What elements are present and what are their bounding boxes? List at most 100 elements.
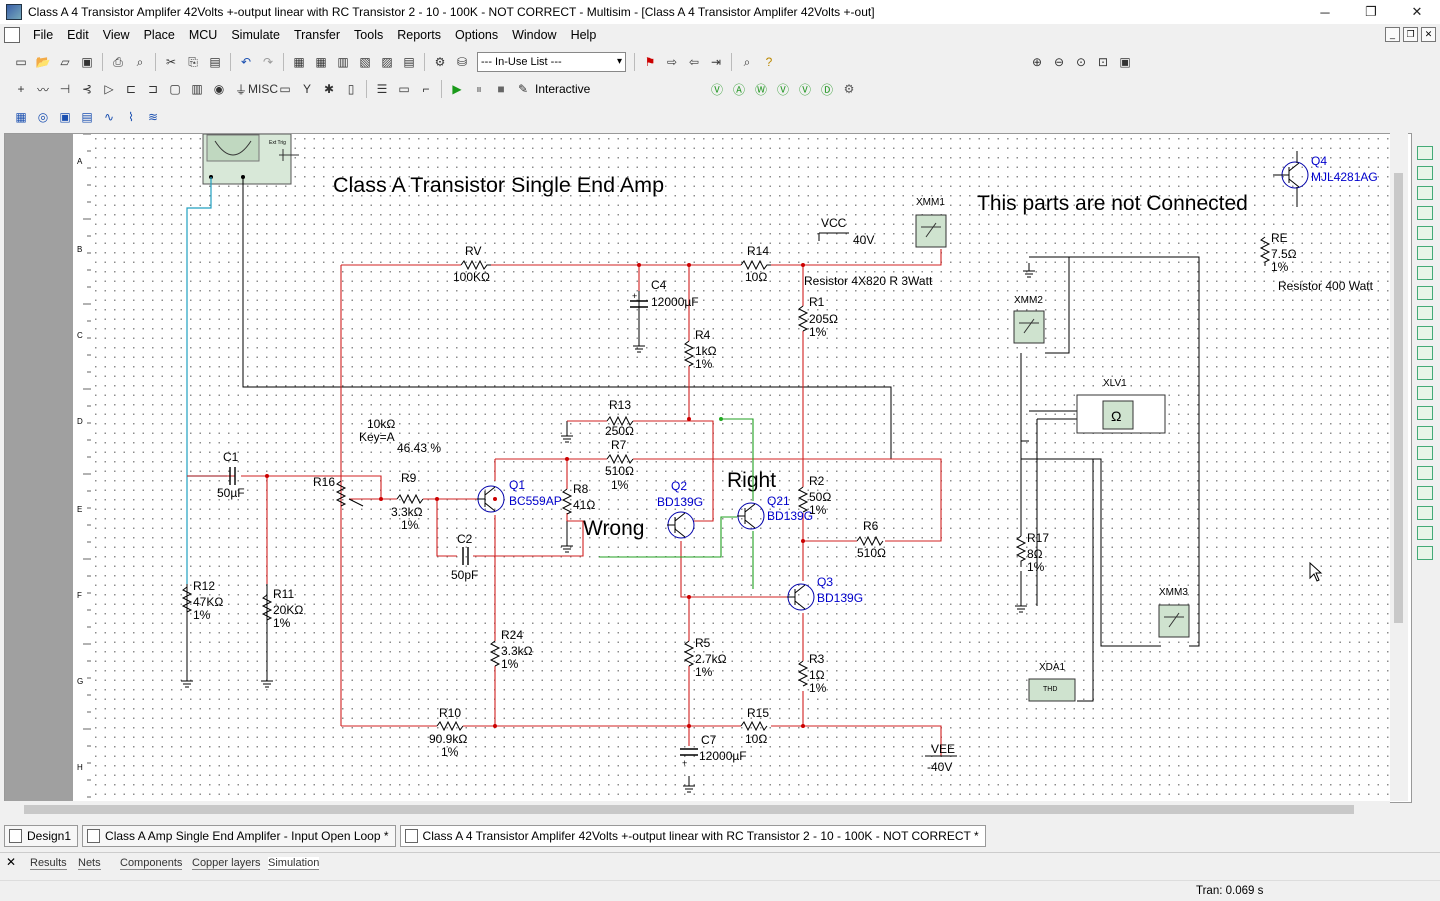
misc-icon[interactable]: MISC bbox=[248, 82, 278, 96]
advanced-peripherals-icon[interactable]: ▭ bbox=[279, 82, 291, 96]
labview-icon[interactable] bbox=[1417, 506, 1433, 520]
tab-components[interactable]: Components bbox=[120, 857, 183, 870]
tab-nets[interactable]: Nets bbox=[78, 857, 101, 870]
find-icon[interactable]: ⌕ bbox=[743, 54, 751, 69]
logic-analyzer-icon[interactable] bbox=[1417, 326, 1433, 340]
back-annotate-icon[interactable]: ⇦ bbox=[688, 55, 700, 69]
agilent-scope-icon[interactable] bbox=[1417, 466, 1433, 480]
schematic-sheet[interactable] bbox=[91, 134, 1411, 802]
hierarchy-icon[interactable]: ▤ bbox=[403, 55, 415, 69]
probe-icon[interactable]: ✎ bbox=[517, 82, 529, 96]
rf-icon[interactable]: Y bbox=[302, 82, 311, 96]
redo-icon[interactable]: ↷ bbox=[262, 55, 274, 69]
run-icon[interactable]: ▶ bbox=[452, 82, 462, 96]
tab-copper-layers[interactable]: Copper layers bbox=[192, 857, 261, 870]
database-icon[interactable]: ▥ bbox=[337, 55, 349, 69]
menu-tools[interactable]: Tools bbox=[354, 28, 384, 42]
tab-results[interactable]: Results bbox=[30, 857, 67, 870]
wattmeter-icon[interactable] bbox=[1417, 186, 1433, 200]
function-generator-icon[interactable] bbox=[1417, 166, 1433, 180]
help-icon[interactable]: ? bbox=[765, 55, 773, 69]
xda1-distortion-analyzer[interactable] bbox=[1028, 678, 1076, 702]
interactive-label[interactable]: Interactive bbox=[535, 82, 591, 96]
component-wizard-icon[interactable]: ⚙ bbox=[434, 55, 446, 69]
cut-icon[interactable]: ✂ bbox=[165, 55, 177, 69]
agilent-multimeter-icon[interactable] bbox=[1417, 446, 1433, 460]
menu-help[interactable]: Help bbox=[570, 28, 597, 42]
maximize-button[interactable]: ❐ bbox=[1365, 4, 1377, 19]
open-sample-icon[interactable]: ▱ bbox=[60, 55, 70, 69]
word-generator-icon[interactable] bbox=[1417, 286, 1433, 300]
ac-analysis-icon[interactable]: ⌇ bbox=[128, 110, 134, 124]
electromechanical-icon[interactable]: ✱ bbox=[323, 82, 335, 96]
full-screen-icon[interactable]: ▣ bbox=[1119, 55, 1131, 69]
tab-design1[interactable]: Design1 bbox=[4, 825, 79, 847]
tab-class-a-input-open-loop[interactable]: Class A Amp Single End Amplifer - Input … bbox=[82, 825, 396, 847]
power-probe-icon[interactable]: Ⓦ bbox=[754, 82, 767, 97]
analysis-icon[interactable]: ◎ bbox=[37, 110, 49, 124]
param-sweep-icon[interactable]: ▤ bbox=[81, 110, 93, 124]
menu-simulate[interactable]: Simulate bbox=[231, 28, 280, 42]
misc-digital-icon[interactable]: ▢ bbox=[169, 82, 181, 96]
grapher-icon[interactable]: ▧ bbox=[359, 55, 371, 69]
ttl-icon[interactable]: ⊏ bbox=[125, 82, 137, 96]
toggle-design-toolbox-icon[interactable]: ▦ bbox=[293, 55, 305, 69]
new-icon[interactable]: ▭ bbox=[15, 55, 27, 69]
differential-probe-icon[interactable]: Ⓥ bbox=[776, 82, 789, 97]
indicator-icon[interactable]: ◉ bbox=[213, 82, 225, 96]
ladder-icon[interactable]: ☰ bbox=[376, 82, 388, 96]
zoom-out-icon[interactable]: ⊖ bbox=[1053, 55, 1065, 69]
logic-converter-icon[interactable] bbox=[1417, 306, 1433, 320]
menu-reports[interactable]: Reports bbox=[397, 28, 442, 42]
xmm3-multimeter[interactable] bbox=[1158, 604, 1190, 638]
minimize-button[interactable]: ─ bbox=[1320, 4, 1330, 20]
analog-icon[interactable]: ▷ bbox=[104, 82, 114, 96]
zoom-area-icon[interactable]: ⊙ bbox=[1075, 55, 1087, 69]
transistor-icon[interactable]: ⊰ bbox=[81, 82, 93, 96]
network-analyzer-icon[interactable] bbox=[1417, 406, 1433, 420]
vertical-scrollbar[interactable] bbox=[1390, 133, 1408, 801]
undo-icon[interactable]: ↶ bbox=[240, 55, 252, 69]
save-icon[interactable]: ▣ bbox=[81, 55, 93, 69]
open-folder-icon[interactable]: 📂 bbox=[35, 55, 51, 69]
database-manager-icon[interactable]: ⛁ bbox=[456, 55, 468, 69]
current-clamp-icon[interactable] bbox=[1417, 526, 1433, 540]
xmm1-multimeter[interactable] bbox=[915, 214, 947, 248]
xmm2-multimeter[interactable] bbox=[1013, 310, 1045, 344]
probe-tool-icon[interactable] bbox=[1417, 546, 1433, 560]
cmos-icon[interactable]: ⊐ bbox=[147, 82, 159, 96]
close-button[interactable]: ✕ bbox=[1411, 4, 1423, 19]
power-icon[interactable]: ⏚ bbox=[234, 82, 247, 97]
spreadsheet-icon[interactable]: ▦ bbox=[315, 55, 327, 69]
zoom-in-icon[interactable]: ⊕ bbox=[1031, 55, 1043, 69]
document-icon[interactable] bbox=[4, 27, 20, 43]
zoom-fit-icon[interactable]: ⊡ bbox=[1097, 55, 1109, 69]
menu-window[interactable]: Window bbox=[512, 28, 557, 42]
menu-options[interactable]: Options bbox=[455, 28, 499, 42]
mdi-restore-button[interactable]: ❐ bbox=[1403, 27, 1418, 42]
forward-annotate-icon[interactable]: ⇨ bbox=[666, 55, 678, 69]
transfer-icon[interactable]: ⇥ bbox=[710, 55, 722, 69]
diode-icon[interactable]: ⊣ bbox=[59, 82, 71, 96]
grapher-view-icon[interactable]: ▦ bbox=[15, 110, 27, 124]
voltage-probe-icon[interactable]: Ⓥ bbox=[710, 82, 723, 97]
copy-icon[interactable]: ⎘ bbox=[188, 54, 198, 69]
in-use-list-combo[interactable]: --- In-Use List --- bbox=[477, 52, 626, 72]
tab-class-a-4-transistor[interactable]: Class A 4 Transistor Amplifer 42Volts +-… bbox=[399, 825, 986, 847]
fourier-icon[interactable]: ≋ bbox=[147, 110, 159, 124]
reference-probe-icon[interactable]: Ⓥ bbox=[798, 82, 811, 97]
bode-plotter-icon[interactable] bbox=[1417, 246, 1433, 260]
basic-icon[interactable]: 〰 bbox=[36, 82, 49, 97]
transient-icon[interactable]: ∿ bbox=[103, 110, 115, 124]
spectrum-analyzer-icon[interactable] bbox=[1417, 386, 1433, 400]
menu-mcu[interactable]: MCU bbox=[188, 28, 218, 42]
oscilloscope-icon[interactable] bbox=[1417, 206, 1433, 220]
close-icon[interactable]: ✕ bbox=[6, 855, 17, 869]
probe-settings-icon[interactable]: ⚙ bbox=[843, 82, 855, 96]
schematic-canvas[interactable]: A B C D E F G H Ext Trig Class A Transis… bbox=[4, 133, 1412, 803]
tab-simulation[interactable]: Simulation bbox=[268, 857, 320, 870]
menu-file[interactable]: File bbox=[33, 28, 54, 42]
four-channel-scope-icon[interactable] bbox=[1417, 226, 1433, 240]
mdi-close-button[interactable]: ✕ bbox=[1421, 27, 1436, 42]
menu-place[interactable]: Place bbox=[143, 28, 175, 42]
